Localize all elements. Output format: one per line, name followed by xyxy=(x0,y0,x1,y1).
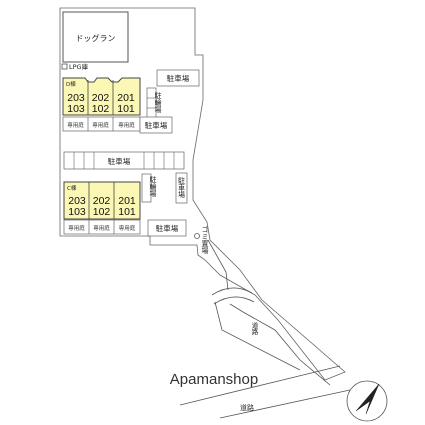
svg-text:駐車場: 駐車場 xyxy=(156,223,179,233)
parking-area-vertical: 駐車場 xyxy=(175,172,188,204)
parking-area-top: 駐車場 xyxy=(156,69,200,87)
svg-text:ゴミ置場: ゴミ置場 xyxy=(201,225,209,255)
bike-parking-top: 駐輪場 xyxy=(146,87,162,119)
bike-parking-middle: 駐輪場 xyxy=(141,173,157,203)
private-gardens-d: 専用庭 専用庭 専用庭 xyxy=(62,116,141,132)
svg-text:専用庭: 専用庭 xyxy=(119,224,136,232)
private-gardens-c: 専用庭 専用庭 専用庭 xyxy=(63,219,141,235)
garbage-area: ゴミ置場 xyxy=(194,225,209,255)
building-c: C棟 203 103 202 102 201 101 xyxy=(63,181,141,220)
unit-c-101: 101 xyxy=(118,206,136,218)
unit-d-201: 201 xyxy=(117,92,135,104)
svg-text:専用庭: 専用庭 xyxy=(68,224,85,232)
site-boundary xyxy=(59,7,346,381)
svg-text:駐輪場: 駐輪場 xyxy=(149,175,157,198)
building-d: D棟 203 103 202 102 201 101 xyxy=(62,77,141,116)
svg-text:ドッグラン: ドッグラン xyxy=(76,33,116,43)
svg-text:専用庭: 専用庭 xyxy=(92,121,109,129)
svg-text:専用庭: 専用庭 xyxy=(67,121,84,129)
svg-text:駐車場: 駐車場 xyxy=(108,156,131,166)
unit-d-203: 203 xyxy=(67,92,85,104)
svg-text:専用庭: 専用庭 xyxy=(118,121,135,129)
unit-d-101: 101 xyxy=(117,103,135,115)
unit-c-103: 103 xyxy=(68,206,86,218)
svg-text:駐輪場: 駐輪場 xyxy=(154,91,162,114)
svg-text:LPG庫: LPG庫 xyxy=(69,62,89,71)
north-arrow-icon xyxy=(346,380,388,422)
main-road-label: 道路 xyxy=(240,403,254,412)
building-c-name: C棟 xyxy=(67,184,77,192)
lpg-storage: LPG庫 xyxy=(61,62,89,71)
main-road xyxy=(179,365,351,419)
svg-text:専用庭: 専用庭 xyxy=(93,224,110,232)
parking-area-middle: 駐車場 xyxy=(63,151,185,170)
unit-c-102: 102 xyxy=(93,206,111,218)
svg-text:駐車場: 駐車場 xyxy=(167,73,190,83)
unit-c-201: 201 xyxy=(118,195,136,207)
svg-text:駐車場: 駐車場 xyxy=(178,176,186,199)
svg-text:駐車場: 駐車場 xyxy=(145,120,168,130)
unit-d-103: 103 xyxy=(67,103,85,115)
unit-d-102: 102 xyxy=(92,103,110,115)
unit-c-202: 202 xyxy=(93,195,111,207)
unit-d-202: 202 xyxy=(92,92,110,104)
access-road-label: 道路 xyxy=(250,321,258,337)
building-d-name: D棟 xyxy=(66,80,76,88)
parking-area-right: 駐車場 xyxy=(139,116,173,134)
dog-run: ドッグラン xyxy=(62,11,129,63)
access-road xyxy=(207,239,331,386)
unit-c-203: 203 xyxy=(68,195,86,207)
brand-watermark: Apamanshop xyxy=(170,371,258,388)
parking-area-bottom: 駐車場 xyxy=(147,219,187,237)
